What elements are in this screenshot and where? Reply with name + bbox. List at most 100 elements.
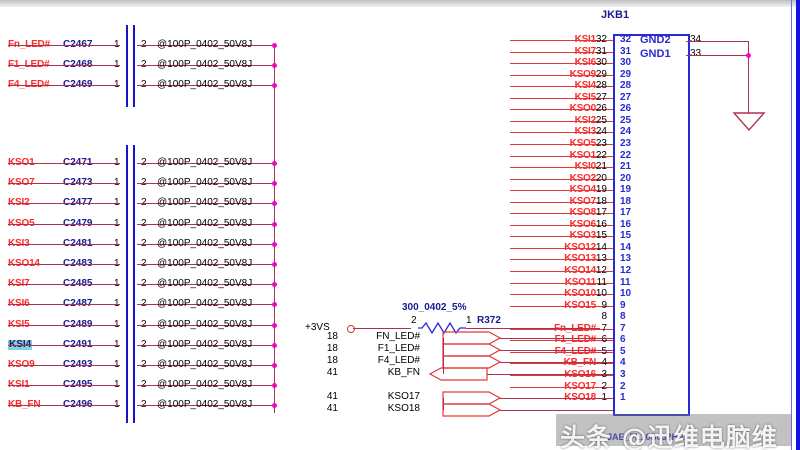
connector-wire-pin-23 [510, 143, 613, 145]
capacitor-value-C2479: @100P_0402_50V8J [157, 217, 253, 229]
connector-inner-pin-15: 15 [620, 230, 632, 242]
wire-right-C2481 [137, 243, 274, 245]
wire-left-C2495 [8, 385, 120, 387]
flag-sheet-ref-F4LED: 18 [326, 355, 338, 366]
capacitor-pin-2-C2479: 2 [141, 218, 147, 229]
connector-wire-pin-24 [510, 132, 613, 134]
capacitor-value-C2487: @100P_0402_50V8J [157, 298, 253, 310]
connector-wire-pin-29 [510, 74, 613, 76]
connector-outer-pin-26: 26 [595, 103, 607, 115]
connector-wire-pin-15 [510, 236, 613, 238]
connector-outer-pin-1: 1 [585, 393, 607, 403]
connector-outer-pin-5: 5 [601, 345, 607, 357]
wire-left-C2473 [8, 183, 120, 185]
flag-wire-KSO17 [500, 398, 613, 399]
connector-net-label-KSI5: KSI5 [575, 92, 597, 103]
capacitor-value-C2495: @100P_0402_50V8J [157, 379, 253, 391]
wire-left-C2479 [8, 223, 120, 225]
wire-right-C2468 [137, 65, 274, 67]
connector-inner-pin-17: 17 [620, 207, 632, 219]
capacitor-pin-2-C2477: 2 [141, 198, 147, 208]
connector-outer-pin-20: 20 [595, 172, 607, 184]
connector-outer-pin-23: 23 [595, 137, 607, 149]
capacitor-pin-2-C2496: 2 [141, 400, 147, 410]
connector-outer-pin-2: 2 [601, 380, 607, 392]
capacitor-pin-1-C2471: 1 [114, 158, 120, 168]
wire-left-C2491 [8, 344, 120, 346]
capacitor-pin-1-C2467: 1 [114, 40, 120, 50]
gnd-wire-GND2 [686, 41, 748, 42]
connector-inner-pin-3: 3 [620, 368, 626, 380]
net-label-F4LED: F4_LED# [8, 80, 50, 90]
connector-inner-pin-11: 11 [620, 276, 631, 288]
connector-inner-pin-20: 20 [620, 172, 632, 184]
connector-inner-pin-30: 30 [620, 57, 632, 69]
connector-net-label-KSO18: KSO18 [564, 393, 596, 403]
capacitor-value-C2483: @100P_0402_50V8J [157, 258, 253, 269]
connector-net-label-KSO8: KSO8 [570, 208, 597, 218]
flag-sheet-ref-KBFN: 41 [326, 367, 338, 378]
connector-outer-pin-28: 28 [595, 80, 607, 92]
flag-group-bus-3 [443, 398, 444, 410]
flag-name-FNLED: FN_LED# [376, 331, 420, 342]
connector-outer-pin-14: 14 [595, 241, 607, 253]
connector-outer-pin-27: 27 [595, 91, 607, 103]
wire-right-C2471 [137, 163, 274, 164]
wire-left-C2467 [8, 45, 120, 46]
connector-wire-pin-9 [510, 305, 613, 307]
capacitor-designator-C2469: C2469 [63, 80, 92, 90]
capacitor-pin-2-C2483: 2 [141, 259, 147, 269]
wire-right-C2496 [137, 405, 274, 407]
net-label-KSO5: KSO5 [8, 218, 35, 229]
capacitor-pin-2-C2487: 2 [141, 299, 147, 309]
connector-net-label-KSI4: KSI4 [575, 81, 597, 91]
connector-wire-pin-6 [510, 340, 613, 342]
connector-outer-pin-11: 11 [596, 276, 607, 288]
capacitor-designator-C2496: C2496 [63, 400, 92, 410]
capacitor-plate-left [126, 25, 128, 108]
connector-wire-pin-25 [510, 120, 613, 122]
net-label-KSO1: KSO1 [8, 158, 35, 168]
connector-wire-pin-3 [510, 374, 613, 376]
connector-inner-pin-13: 13 [620, 253, 632, 265]
capacitor-value-C2471: @100P_0402_50V8J [157, 157, 253, 168]
connector-wire-pin-12 [510, 271, 613, 272]
capacitor-pin-1-C2493: 1 [114, 360, 120, 370]
connector-net-label-KSO11: KSO11 [565, 277, 596, 288]
capacitor-value-C2473: @100P_0402_50V8J [157, 177, 253, 189]
connector-inner-pin-12: 12 [620, 265, 632, 276]
connector-wire-pin-31 [510, 51, 613, 53]
gnd-wire-GND1 [686, 55, 748, 56]
connector-outer-pin-17: 17 [595, 207, 607, 219]
capacitor-pin-2-C2481: 2 [141, 238, 147, 249]
capacitor-value-C2493: @100P_0402_50V8J [157, 359, 253, 370]
flag-group-bus-1 [443, 338, 444, 374]
capacitor-designator-C2467: C2467 [63, 40, 92, 50]
connector-inner-pin-1: 1 [620, 392, 626, 404]
net-label-KSI2: KSI2 [8, 198, 30, 208]
connector-outer-pin-8: 8 [601, 311, 607, 323]
connector-wire-pin-21 [510, 167, 613, 169]
capacitor-pin-2-C2493: 2 [141, 360, 147, 370]
connector-outer-pin-31: 31 [595, 45, 607, 57]
connector-inner-pin-14: 14 [620, 241, 632, 253]
connector-wire-pin-11 [510, 282, 613, 284]
gnd-junction-dot [746, 53, 751, 58]
connector-inner-pin-10: 10 [620, 288, 632, 300]
connector-net-label-KSI0: KSI0 [575, 162, 597, 172]
wire-left-C2496 [8, 405, 120, 407]
resistor-symbol-r372 [418, 321, 466, 335]
connector-inner-pin-25: 25 [620, 114, 632, 126]
wire-left-C2468 [8, 65, 120, 67]
connector-inner-pin-24: 24 [620, 126, 632, 138]
capacitor-value-C2496: @100P_0402_50V8J [157, 399, 253, 411]
capacitor-pin-2-C2495: 2 [141, 380, 147, 390]
flag-name-KSO17: KSO17 [387, 391, 420, 402]
net-label-KSO7: KSO7 [8, 178, 35, 188]
connector-inner-pin-26: 26 [620, 103, 632, 115]
wire-left-C2487 [8, 304, 120, 306]
net-label-KSI5: KSI5 [8, 319, 30, 330]
flag-wire-KSO18 [500, 410, 613, 411]
capacitor-value-C2467: @100P_0402_50V8J [157, 39, 253, 50]
connector-net-label-KSO1: KSO1 [570, 150, 597, 161]
